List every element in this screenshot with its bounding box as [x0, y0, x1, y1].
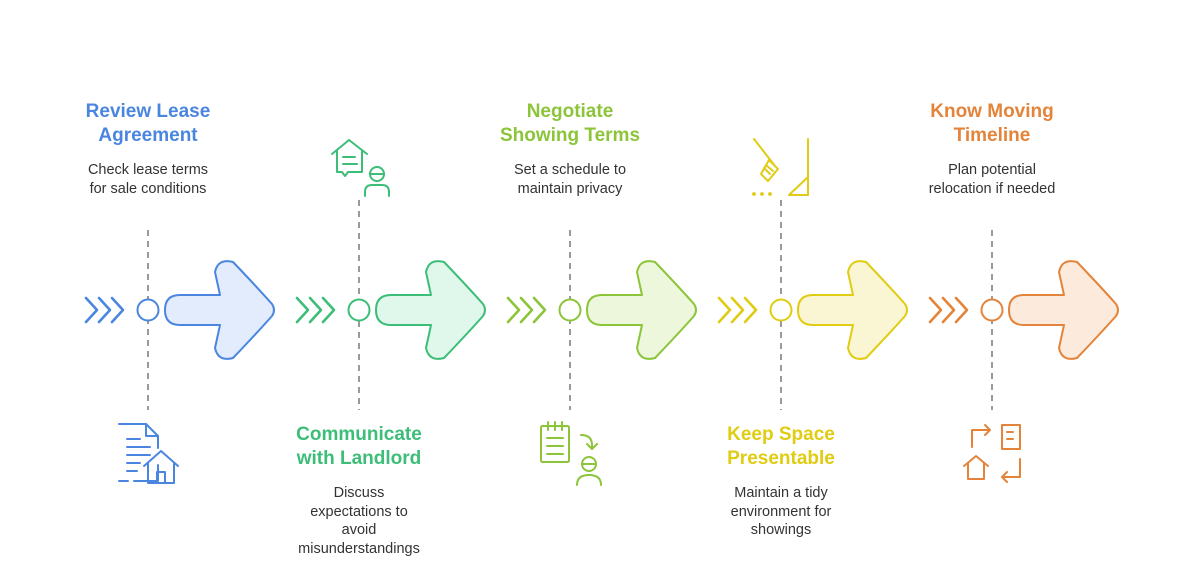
chevron	[928, 296, 943, 324]
chevron	[110, 296, 125, 324]
step-1-arrow	[164, 260, 275, 360]
chevron	[954, 296, 969, 324]
chevron	[519, 296, 534, 324]
chevron	[506, 296, 521, 324]
step-5-title: Know Moving Timeline	[930, 101, 1054, 146]
house-chat-person-icon	[331, 139, 390, 197]
step-3-title: Negotiate Showing Terms	[499, 101, 641, 146]
step-3-chevrons	[506, 296, 547, 324]
step-1-description: Check lease terms for sale conditions	[87, 162, 209, 197]
arrow-down-left	[1001, 458, 1021, 483]
schedule-clipboard-person-icon	[540, 421, 602, 486]
step-3-node	[558, 298, 582, 322]
broom-icon	[752, 138, 809, 196]
step-1-title: Review Lease Agreement	[85, 101, 211, 146]
chevron	[308, 296, 323, 324]
relocation-arrows-icon	[963, 424, 1021, 483]
step-4-chevrons	[717, 296, 758, 324]
house-roof-chat	[331, 139, 368, 177]
curved-arrow	[580, 434, 598, 450]
dust-dot	[752, 192, 756, 196]
step-4-node	[769, 298, 793, 322]
step-2-chevrons	[295, 296, 336, 324]
chevron	[717, 296, 732, 324]
step-3-description: Set a schedule to maintain privacy	[513, 162, 627, 197]
clipboard	[540, 425, 570, 463]
chevron	[321, 296, 336, 324]
chevron	[84, 296, 99, 324]
step-4-arrow	[797, 260, 908, 360]
step-2-node	[347, 298, 371, 322]
dust-dot	[760, 192, 764, 196]
dust-dot	[768, 192, 772, 196]
step-3	[506, 230, 697, 486]
step-5	[928, 230, 1119, 483]
person-body	[576, 474, 602, 486]
step-4	[717, 138, 908, 410]
step-1	[84, 230, 275, 484]
step-2	[295, 139, 486, 410]
document-outline	[118, 423, 159, 482]
document-fold	[145, 423, 159, 437]
step-3-arrow	[586, 260, 697, 360]
chevron	[97, 296, 112, 324]
chevron	[730, 296, 745, 324]
step-2-title: Communicate with Landlord	[296, 424, 422, 469]
person-body	[364, 184, 390, 197]
chevron	[941, 296, 956, 324]
step-4-description: Maintain a tidy environment for showings	[730, 485, 832, 538]
step-5-chevrons	[928, 296, 969, 324]
step-5-node	[980, 298, 1004, 322]
step-4-title: Keep Space Presentable	[727, 424, 835, 469]
step-2-arrow	[375, 260, 486, 360]
lease-document-house-icon	[118, 423, 179, 484]
step-2-description: Discuss expectations to avoid misunderst…	[298, 485, 420, 557]
broom-head	[760, 159, 779, 182]
chevron	[532, 296, 547, 324]
step-1-node	[136, 298, 160, 322]
chevron	[295, 296, 310, 324]
step-5-description: Plan potential relocation if needed	[928, 162, 1056, 197]
arrow-up-right	[971, 424, 991, 448]
house	[963, 455, 989, 480]
broom-bristle	[763, 167, 771, 175]
chevron	[743, 296, 758, 324]
step-5-arrow	[1008, 260, 1119, 360]
step-1-chevrons	[84, 296, 125, 324]
door	[1001, 424, 1021, 450]
house-door	[156, 471, 166, 484]
broom-bristle	[765, 164, 774, 172]
corner-wall	[788, 138, 809, 196]
